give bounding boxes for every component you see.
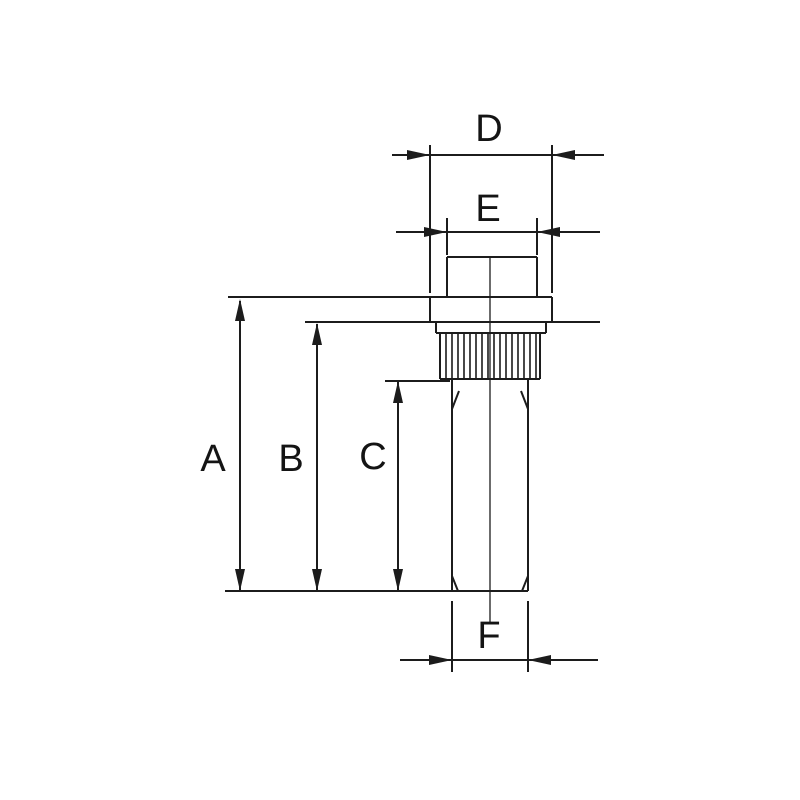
dim-f-label: F [477,615,500,657]
dim-c-arrow-top [393,381,403,403]
dim-e-label: E [475,188,500,230]
dim-e-extension-lines [446,218,538,255]
dimension-c: C [359,380,450,591]
dim-f-arrow-left [429,655,452,665]
dim-c-label: C [359,436,386,478]
stud-outline [225,256,600,592]
dim-c-arrow-bottom [393,569,403,591]
dim-f-arrow-right [528,655,551,665]
stud-collar [435,322,547,334]
dim-a-arrow-top [235,299,245,321]
dimension-d: D [392,108,604,293]
stud-head [446,256,538,297]
dim-d-extension-lines [429,145,553,293]
dim-b-label: B [278,438,303,480]
dim-d-label: D [475,108,502,150]
dim-b-arrow-bottom [312,569,322,591]
knurl-serrations [445,334,537,378]
stud-flange [429,297,553,322]
dim-a-label: A [200,438,226,480]
thread-runout-marks [451,390,529,410]
shank-bottom-chamfers [451,575,529,592]
dimension-e: E [396,188,600,255]
dimension-a: A [200,299,245,591]
dim-d-arrow-left [407,150,430,160]
dim-a-arrow-bottom [235,569,245,591]
dimension-b: B [278,323,322,591]
stud-shank [451,379,529,591]
dim-d-arrow-right [552,150,575,160]
dim-b-arrow-top [312,323,322,345]
dimension-f: F [400,601,598,672]
dim-e-arrow-right [537,227,560,237]
dim-e-arrow-left [424,227,447,237]
